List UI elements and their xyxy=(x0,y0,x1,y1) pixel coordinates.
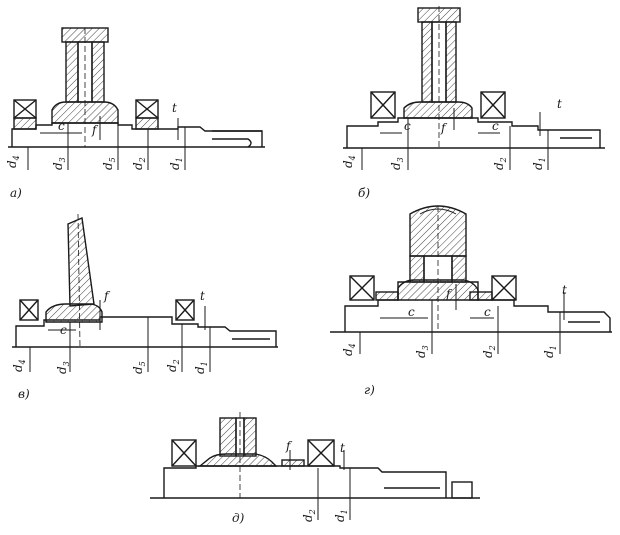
dims-a xyxy=(27,116,186,170)
label-d1-b: d1 xyxy=(531,157,547,170)
caption-a: а) xyxy=(10,186,22,200)
label-d3-b: d3 xyxy=(389,157,405,170)
bearing-right-d xyxy=(307,439,335,467)
bearing-left-b xyxy=(370,91,396,119)
bearing-left-d xyxy=(171,439,197,467)
gear-b xyxy=(403,6,473,148)
caption-b: б) xyxy=(358,186,370,200)
dims-b xyxy=(361,108,549,170)
bearing-right-b xyxy=(480,91,506,119)
bearing-left-g xyxy=(349,275,399,301)
label-f-d: f xyxy=(285,439,293,453)
label-t-b: t xyxy=(557,97,562,111)
label-d2-d: d2 xyxy=(301,509,317,522)
bearing-right-a xyxy=(135,99,159,130)
figure-d xyxy=(150,412,480,520)
bearing-right-v xyxy=(175,299,195,321)
label-c-v: c xyxy=(60,323,67,337)
label-t-d: t xyxy=(340,441,345,455)
figure-v xyxy=(12,213,278,372)
labels-d: d2 d1 f t д) xyxy=(232,439,349,525)
dims-v xyxy=(29,300,211,372)
bearing-left-v xyxy=(19,299,39,321)
shaft-outline-b xyxy=(346,117,601,148)
label-f-v: f xyxy=(103,289,111,303)
label-d1-d: d1 xyxy=(333,509,349,522)
label-c-a: c xyxy=(58,119,65,133)
label-d3-a: d3 xyxy=(51,157,67,170)
label-d4-v: d4 xyxy=(11,359,27,372)
labels-b: d4 d3 d2 d1 c c f t б) xyxy=(341,97,562,200)
label-f-g: f xyxy=(445,287,453,301)
label-d1-a: d1 xyxy=(168,157,184,170)
label-c-left-b: c xyxy=(404,119,411,133)
caption-v: в) xyxy=(18,387,30,401)
caption-g: г) xyxy=(364,383,375,397)
dims-d xyxy=(289,450,351,520)
caption-d: д) xyxy=(232,511,245,525)
figure-b xyxy=(343,6,605,170)
label-d2-g: d2 xyxy=(481,345,497,358)
dims-g xyxy=(359,284,565,354)
label-d1-g: d1 xyxy=(542,345,558,358)
shaft-outline-d xyxy=(163,465,447,498)
labels-g: d4 d3 d2 d1 c c f t г) xyxy=(341,283,567,397)
gear-d xyxy=(198,412,305,498)
bearing-left-a xyxy=(13,99,37,130)
label-d4-b: d4 xyxy=(341,155,357,168)
gear-a xyxy=(51,27,119,147)
label-d1-v: d1 xyxy=(193,361,209,374)
shaft-outline-v xyxy=(15,316,277,347)
gear-v xyxy=(45,213,103,348)
label-d4-g: d4 xyxy=(341,343,357,356)
figure-a xyxy=(8,27,265,170)
label-t-v: t xyxy=(200,289,205,303)
label-d3-v: d3 xyxy=(55,361,71,374)
label-f-a: f xyxy=(91,123,99,137)
figure-g xyxy=(330,205,612,354)
label-d2-a: d2 xyxy=(131,157,147,170)
label-d4-a: d4 xyxy=(5,155,21,168)
label-d5-v: d5 xyxy=(131,361,147,374)
labels-v: d4 d3 d5 d2 d1 c f t в) xyxy=(11,289,209,401)
label-d2-b: d2 xyxy=(492,157,508,170)
label-c-left-g: c xyxy=(408,305,415,319)
label-d3-g: d3 xyxy=(414,345,430,358)
labels-a: d4 d3 d5 d2 d1 c f t а) xyxy=(5,101,184,200)
label-c-right-g: c xyxy=(484,305,491,319)
gear-g xyxy=(397,205,479,332)
label-t-g: t xyxy=(562,283,567,297)
label-d5-a: d5 xyxy=(101,157,117,170)
label-d2-v: d2 xyxy=(165,359,181,372)
label-t-a: t xyxy=(172,101,177,115)
label-c-right-b: c xyxy=(492,119,499,133)
label-f-b: f xyxy=(440,121,448,135)
